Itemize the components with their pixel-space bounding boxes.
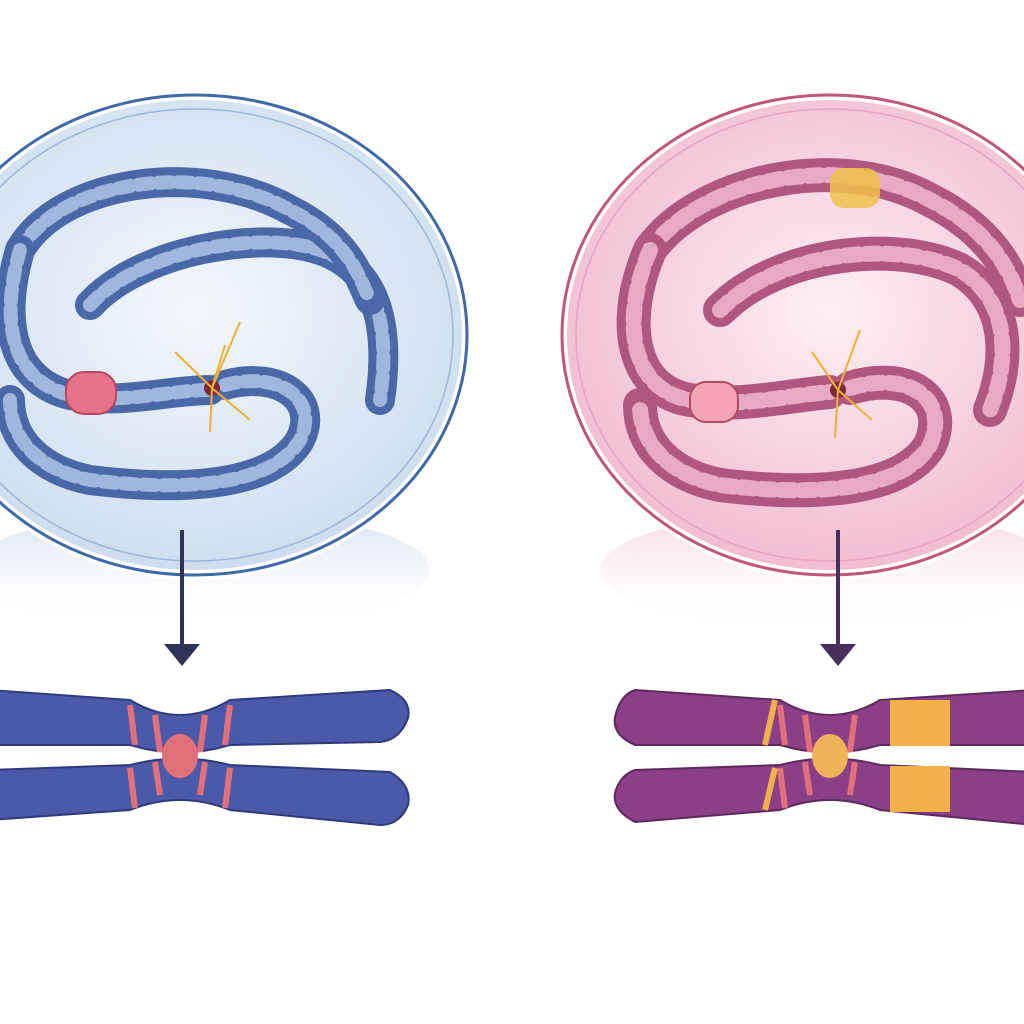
highlighted-region-right: [830, 168, 880, 208]
right-panel: [557, 90, 1024, 826]
down-arrow-right: [820, 530, 856, 666]
nucleus-inner-outline-right: [575, 108, 1024, 562]
down-arrow-left: [164, 530, 200, 666]
chromatin-fiber-left: [0, 167, 399, 501]
nucleus-inner-outline-left: [0, 108, 454, 562]
chromatin-fiber-right: [616, 158, 1024, 508]
nucleus-outline-left: [0, 93, 469, 577]
chromosome-right: [613, 688, 1024, 826]
break-site-right: [811, 329, 873, 439]
chromosome-left: [0, 688, 410, 827]
left-panel: [0, 90, 472, 827]
highlighted-region-right-2: [689, 381, 739, 423]
highlighted-region-left: [65, 371, 117, 415]
nucleus-outline-right: [560, 93, 1024, 577]
break-site-left: [174, 321, 251, 433]
